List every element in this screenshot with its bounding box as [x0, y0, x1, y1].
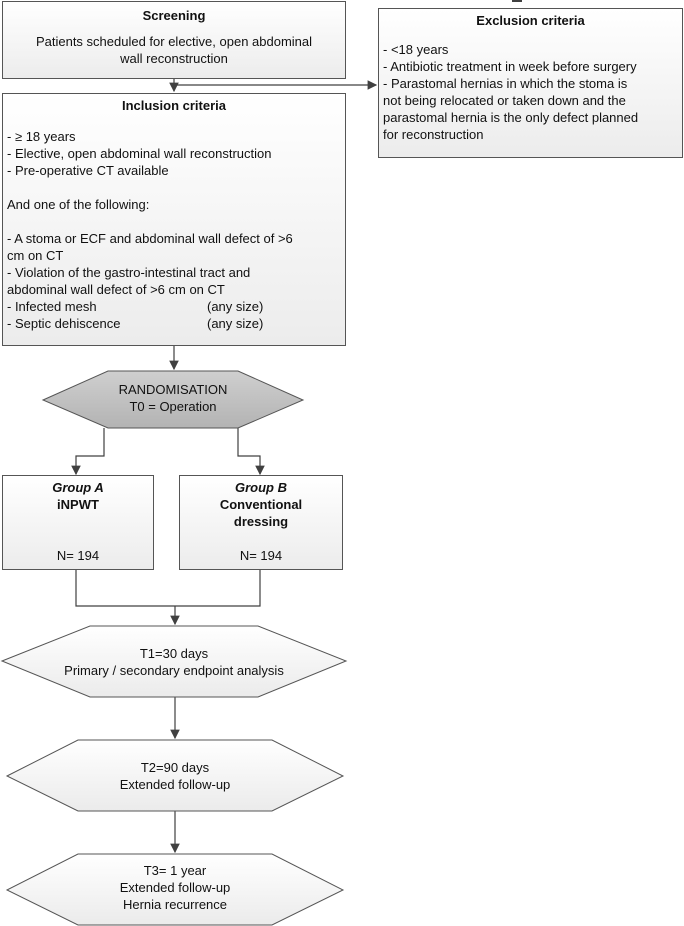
randomisation-text: RANDOMISATION T0 = Operation	[43, 381, 303, 415]
exclusion-item: - Antibiotic treatment in week before su…	[383, 59, 637, 74]
t3-text: T3= 1 year Extended follow-up Hernia rec…	[7, 862, 343, 913]
inclusion-item: - Elective, open abdominal wall reconstr…	[7, 146, 272, 161]
exclusion-item: for reconstruction	[383, 127, 484, 142]
inclusion-condition: cm on CT	[7, 248, 64, 263]
t1-text: T1=30 days Primary / secondary endpoint …	[2, 645, 346, 679]
inclusion-title: Inclusion criteria	[121, 98, 227, 113]
arrow-randomisation-group-a	[71, 428, 105, 476]
exclusion-item: not being relocated or taken down and th…	[383, 93, 626, 108]
exclusion-item: parastomal hernia is the only defect pla…	[383, 110, 639, 125]
exclusion-item: - <18 years	[383, 42, 449, 57]
inclusion-condition: - Violation of the gastro-intestinal tra…	[7, 265, 251, 280]
connector-groups-merge	[75, 570, 261, 607]
screening-title: Screening	[142, 8, 206, 23]
t2-text: T2=90 days Extended follow-up	[7, 759, 343, 793]
group-b-name2: dressing	[233, 514, 289, 529]
group-a-name: iNPWT	[57, 497, 99, 512]
screening-line1: Patients scheduled for elective, open ab…	[35, 34, 313, 49]
arrow-randomisation-group-b	[237, 428, 265, 476]
exclusion-title: Exclusion criteria	[476, 13, 585, 28]
group-a-n: N= 194	[56, 548, 100, 563]
t1-line2: Primary / secondary endpoint analysis	[64, 663, 284, 678]
group-b-label: Group B	[235, 480, 287, 495]
group-a-label: Group A	[52, 480, 104, 495]
infected-mesh-label: - Infected mesh	[7, 299, 97, 314]
randomisation-line2: T0 = Operation	[129, 399, 217, 414]
screening-box: Screening Patients scheduled for electiv…	[2, 1, 346, 79]
randomisation-hexagon	[41, 370, 305, 429]
t2-line2: Extended follow-up	[119, 777, 231, 792]
inclusion-condition: - A stoma or ECF and abdominal wall defe…	[7, 231, 293, 246]
t3-line1: T3= 1 year	[143, 863, 207, 878]
septic-label: - Septic dehiscence	[7, 316, 121, 331]
group-a-box: Group A iNPWT N= 194	[2, 475, 154, 570]
t1-line1: T1=30 days	[139, 646, 209, 661]
t3-hexagon	[5, 853, 345, 926]
t2-line1: T2=90 days	[140, 760, 210, 775]
infected-mesh-size: (any size)	[207, 299, 264, 314]
exclusion-box: Exclusion criteria - <18 years - Antibio…	[378, 8, 683, 158]
t3-line2: Extended follow-up	[119, 880, 231, 895]
randomisation-line1: RANDOMISATION	[118, 382, 228, 397]
group-b-box: Group B Conventional dressing N= 194	[179, 475, 343, 570]
inclusion-infected-mesh-row: - Infected mesh (any size)	[7, 298, 341, 315]
inclusion-item: - Pre-operative CT available	[7, 163, 169, 178]
septic-size: (any size)	[207, 316, 264, 331]
screening-line2: wall reconstruction	[120, 51, 228, 66]
inclusion-item: - ≥ 18 years	[7, 129, 76, 144]
inclusion-condition: abdominal wall defect of >6 cm on CT	[7, 282, 225, 297]
inclusion-septic-row: - Septic dehiscence (any size)	[7, 315, 341, 332]
inclusion-one-of: And one of the following:	[7, 197, 150, 212]
group-b-n: N= 194	[239, 548, 283, 563]
inclusion-box: Inclusion criteria - ≥ 18 years - Electi…	[2, 93, 346, 346]
exclusion-item: - Parastomal hernias in which the stoma …	[383, 76, 628, 91]
t3-line3: Hernia recurrence	[122, 897, 228, 912]
t1-hexagon	[0, 625, 348, 698]
group-b-name1: Conventional	[219, 497, 303, 512]
t2-hexagon	[5, 739, 345, 812]
